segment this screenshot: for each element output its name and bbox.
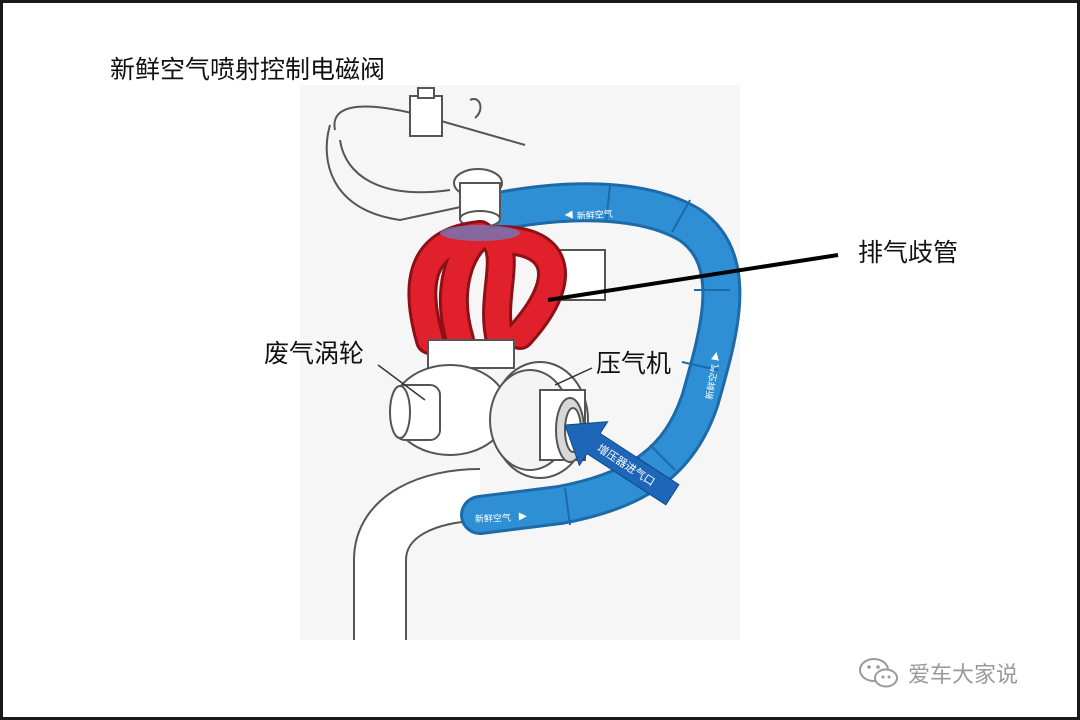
compressor-leader-line [554,367,593,386]
compressor-housing [489,361,589,479]
leader-lines [377,253,839,401]
solenoid-valve [325,87,526,228]
exhaust-manifold-label: 排气歧管 [858,238,959,267]
turbine-housing [389,364,509,456]
wechat-icon [859,658,898,688]
compressor-label: 压气机 [596,349,672,378]
intake-pipe-white [353,468,481,640]
turbine-label: 废气涡轮 [264,339,365,368]
pipe-label-top: 新鲜空气 [564,208,613,222]
exhaust-manifold [407,220,606,369]
watermark: 爱车大家说 [858,656,1018,690]
pipe-label-top-text: 新鲜空气 [576,208,613,222]
pipe-label-bottom: 新鲜空气 [475,512,527,525]
solenoid-valve-label: 新鲜空气喷射控制电磁阀 [110,55,386,84]
watermark-text: 爱车大家说 [908,663,1019,688]
manifold-leader-line [547,253,839,302]
turbine-leader-line [377,364,426,401]
pipe-label-bottom-text: 新鲜空气 [475,512,511,525]
